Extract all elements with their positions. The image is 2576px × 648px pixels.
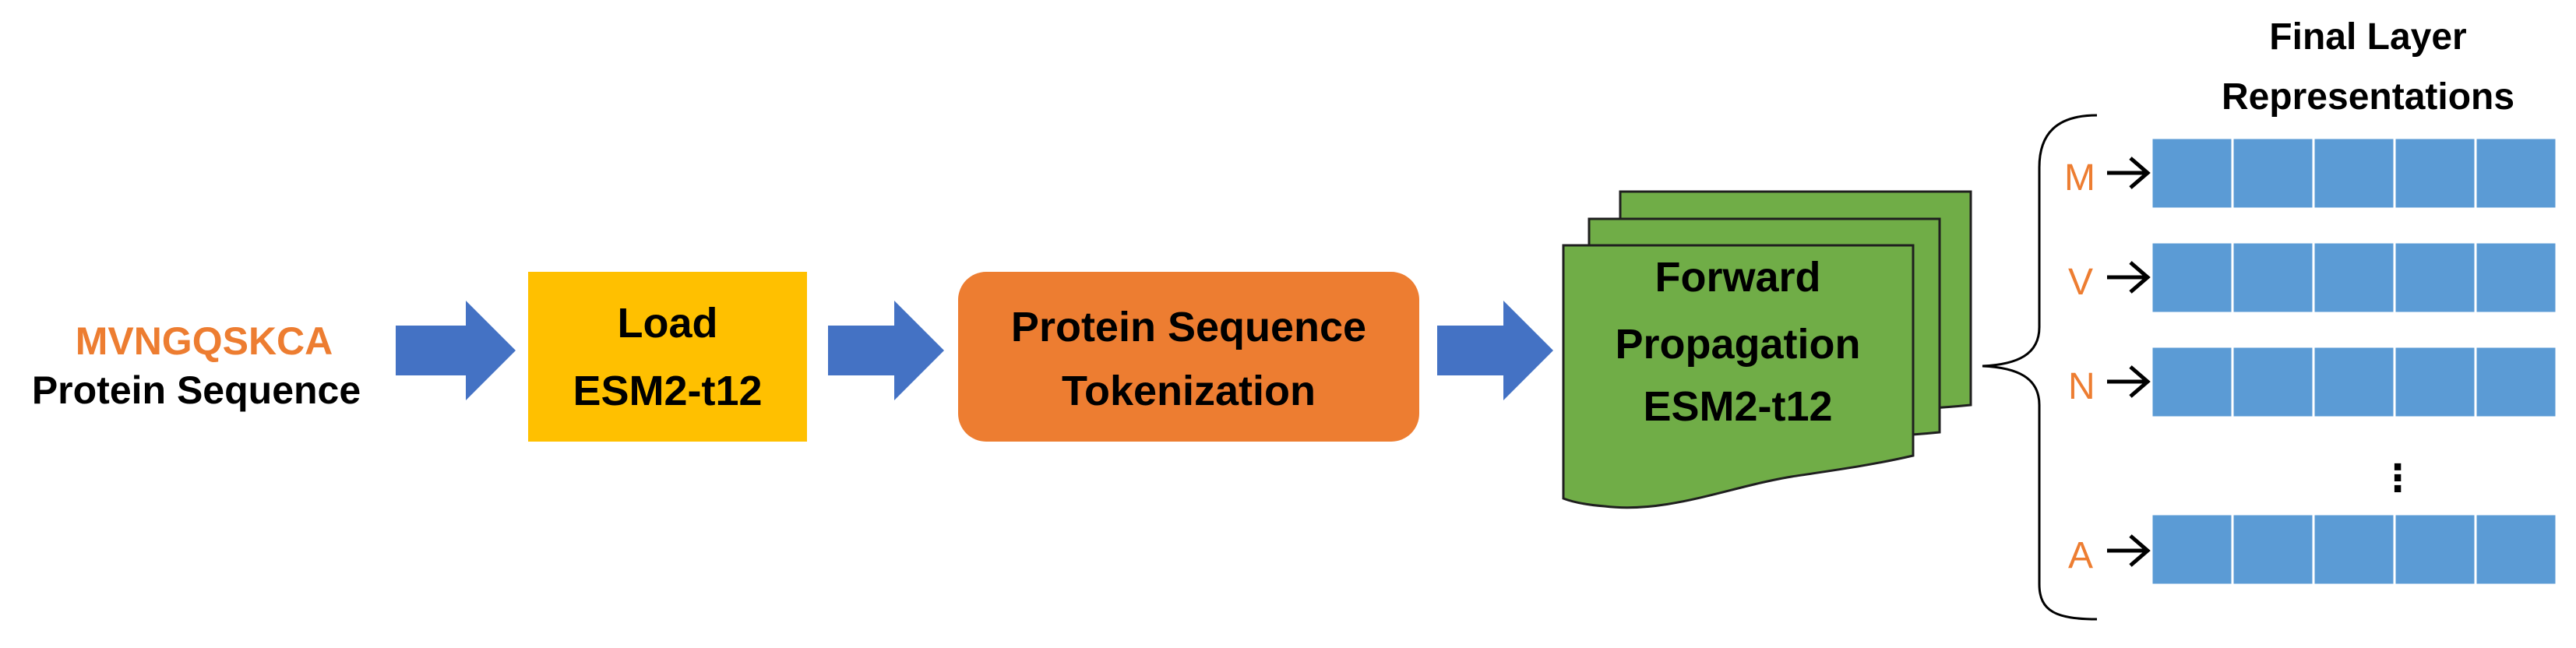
embedding-cell: [2312, 345, 2396, 419]
embedding-cell: [2150, 512, 2234, 586]
embedding-cell: [2393, 345, 2477, 419]
embedding-cell: [2312, 136, 2396, 210]
input-label: Protein Sequence: [32, 368, 361, 412]
embedding-cell: [2231, 241, 2315, 315]
forward-line1: Forward: [1654, 254, 1820, 301]
row-residue-n: N: [2068, 366, 2095, 407]
embedding-cell: [2150, 241, 2234, 315]
forward-propagation-doc-stack: [1562, 190, 1972, 509]
tokenization-box: [958, 272, 1419, 442]
forward-line2: Propagation: [1615, 321, 1860, 368]
embedding-row-v: [2150, 241, 2558, 315]
tokenization-line2: Tokenization: [1062, 368, 1316, 414]
embedding-row-a: [2150, 512, 2558, 586]
flow-arrow-3: [1437, 301, 1553, 400]
row-arrow-v: [2107, 261, 2151, 294]
output-title-line2: Representations: [2222, 76, 2514, 118]
rows-ellipsis: ⋮: [2379, 458, 2416, 499]
load-line2: ESM2-t12: [573, 368, 762, 414]
embedding-row-n: [2150, 345, 2558, 419]
embedding-cell: [2393, 241, 2477, 315]
embedding-cell: [2150, 136, 2234, 210]
row-arrow-m: [2107, 157, 2151, 189]
row-residue-m: M: [2064, 157, 2095, 199]
row-residue-v: V: [2068, 262, 2093, 303]
embedding-cell: [2150, 345, 2234, 419]
embedding-cell: [2231, 512, 2315, 586]
flow-arrow-2: [828, 301, 944, 400]
row-arrow-n: [2107, 365, 2151, 398]
output-curly-brace: [1982, 114, 2098, 621]
embedding-cell: [2474, 512, 2558, 586]
embedding-cell: [2231, 136, 2315, 210]
flow-arrow-1: [396, 301, 516, 400]
embedding-row-m: [2150, 136, 2558, 210]
forward-line3: ESM2-t12: [1643, 383, 1832, 430]
embedding-cell: [2393, 512, 2477, 586]
tokenization-line1: Protein Sequence: [1011, 304, 1366, 350]
embedding-cell: [2474, 241, 2558, 315]
load-line1: Load: [618, 300, 718, 347]
row-residue-a: A: [2068, 535, 2093, 576]
doc-front: [1562, 244, 1915, 509]
embedding-cell: [2474, 345, 2558, 419]
embedding-cell: [2312, 241, 2396, 315]
input-sequence: MVNGQSKCA: [76, 319, 333, 363]
embedding-cell: [2231, 345, 2315, 419]
embedding-cell: [2393, 136, 2477, 210]
row-arrow-a: [2107, 534, 2151, 567]
embedding-cell: [2474, 136, 2558, 210]
output-title-line1: Final Layer: [2269, 16, 2466, 58]
embedding-cell: [2312, 512, 2396, 586]
load-model-box: [528, 272, 807, 442]
